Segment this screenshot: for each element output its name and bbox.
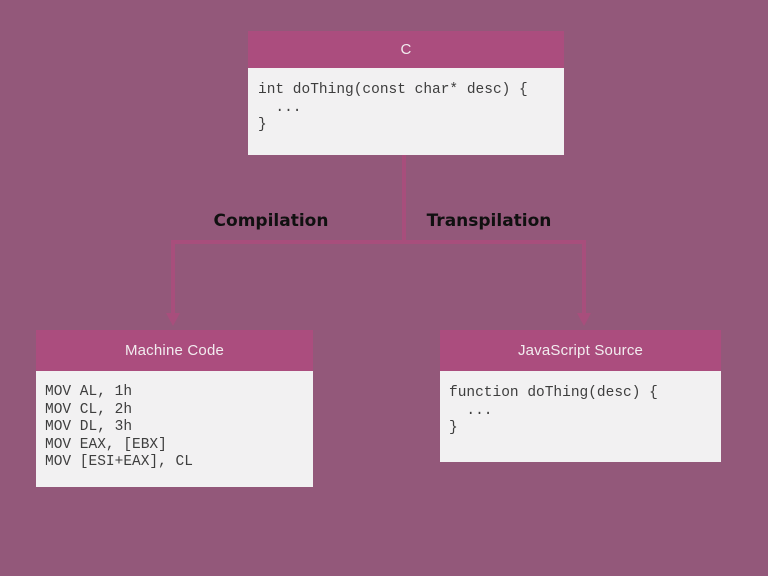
node-c: C int doThing(const char* desc) { ... }: [248, 31, 564, 155]
node-machine-code-title: Machine Code: [36, 330, 313, 371]
node-javascript-source: JavaScript Source function doThing(desc)…: [440, 330, 721, 462]
edge-label-transpilation: Transpilation: [426, 211, 552, 231]
connector-right-line: [582, 240, 586, 315]
node-machine-code: Machine Code MOV AL, 1h MOV CL, 2h MOV D…: [36, 330, 313, 487]
node-machine-code-code: MOV AL, 1h MOV CL, 2h MOV DL, 3h MOV EAX…: [36, 371, 313, 487]
node-javascript-source-code: function doThing(desc) { ... }: [440, 371, 721, 462]
connector-stem-line: [402, 155, 406, 244]
connector-horizontal-line: [171, 240, 586, 244]
connector-left-line: [171, 240, 175, 315]
node-javascript-source-title: JavaScript Source: [440, 330, 721, 371]
node-c-title: C: [248, 31, 564, 68]
node-c-code: int doThing(const char* desc) { ... }: [248, 68, 564, 155]
edge-label-compilation: Compilation: [213, 211, 329, 231]
arrow-down-icon: [166, 313, 180, 326]
arrow-down-icon: [577, 313, 591, 326]
